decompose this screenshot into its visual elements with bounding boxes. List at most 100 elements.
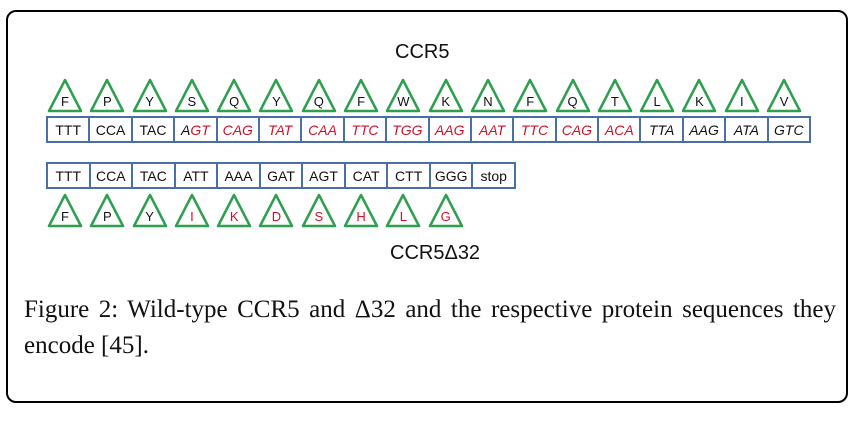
triangle-icon <box>386 193 421 228</box>
amino-acid-letter: Y <box>272 94 281 109</box>
figure-frame <box>6 10 848 403</box>
delta32-title: CCR5Δ32 <box>390 242 481 264</box>
triangle-icon <box>259 193 294 228</box>
amino-acid-letter: D <box>271 209 282 224</box>
amino-acid-letter: K <box>229 209 239 224</box>
wild-type-codon-6: CAA <box>302 118 345 141</box>
wild-type-amino-acid-16: I <box>724 78 766 113</box>
wild-type-amino-acid-3: S <box>174 78 216 113</box>
amino-acid-letter: F <box>61 209 69 224</box>
amino-acid-letter: F <box>357 94 366 109</box>
delta32-codon-5: GAT <box>261 164 304 187</box>
wild-type-amino-acid-10: N <box>470 78 512 113</box>
delta32-codon-1: CCA <box>91 164 134 187</box>
amino-acid-letter: H <box>356 209 366 224</box>
triangle-icon <box>216 78 252 113</box>
delta32-codon-7: CAT <box>346 164 389 187</box>
triangle-icon <box>428 193 463 228</box>
triangle-icon <box>301 193 337 228</box>
wild-type-amino-acid-15: K <box>681 78 723 113</box>
delta32-stop-codon: stop <box>480 167 507 184</box>
amino-acid-letter: Q <box>567 94 578 109</box>
delta32-codon-8: CTT <box>388 164 431 187</box>
amino-acid-letter: L <box>653 94 661 109</box>
wild-type-codon-13: ACA <box>599 118 642 141</box>
caption-text: Wild-type CCR5 and Δ32 and the respectiv… <box>24 296 836 359</box>
amino-acid-letter: F <box>61 94 69 109</box>
amino-acid-letter: I <box>190 209 194 224</box>
amino-acid-letter: S <box>314 209 324 224</box>
wild-type-amino-acid-1: P <box>89 78 131 113</box>
amino-acid-letter: Y <box>145 209 154 224</box>
codon-part: A <box>180 121 191 138</box>
triangle-icon <box>132 193 167 228</box>
wild-type-codon-10: AAT <box>472 118 515 141</box>
triangle-icon <box>470 78 506 113</box>
triangle-icon <box>766 78 802 113</box>
amino-acid-letter: G <box>440 209 451 224</box>
triangle-icon <box>343 193 379 228</box>
wild-type-codon-14: TTA <box>641 118 684 141</box>
amino-acid-letter: I <box>739 94 744 109</box>
wild-type-amino-acid-13: T <box>597 78 639 113</box>
triangle-icon <box>682 78 717 113</box>
wild-type-codon-11: TTC <box>514 118 557 141</box>
triangle-icon <box>513 78 548 113</box>
wild-type-codon-16: ATA <box>726 118 769 141</box>
wild-type-codon-5: TAT <box>260 118 303 141</box>
triangle-icon <box>216 193 252 228</box>
amino-acid-letter: K <box>695 94 704 109</box>
amino-acid-letter: Q <box>313 94 324 109</box>
codon-part: GT <box>190 121 210 138</box>
wild-type-codon-0: TTT <box>48 118 91 141</box>
triangle-icon <box>724 78 759 113</box>
amino-acid-letter: V <box>779 94 789 109</box>
wild-type-codon-17: GTC <box>774 121 804 138</box>
wild-type-amino-acid-11: F <box>512 78 554 113</box>
figure-caption: Figure 2: Wild-type CCR5 and Δ32 and the… <box>24 292 836 364</box>
wild-type-amino-acid-2: Y <box>132 78 174 113</box>
amino-acid-letter: P <box>102 209 112 224</box>
amino-acid-letter: F <box>526 94 535 109</box>
delta32-amino-acid-1: P <box>89 193 131 228</box>
wild-type-amino-acid-8: W <box>385 78 427 113</box>
delta32-codon-3: ATT <box>176 164 219 187</box>
wild-type-codon-7: TTC <box>345 118 388 141</box>
delta32-amino-acid-6: S <box>301 193 343 228</box>
amino-acid-letter: T <box>610 94 619 109</box>
triangle-icon <box>47 193 83 228</box>
triangle-icon <box>639 78 675 113</box>
delta32-codon-2: TAC <box>133 164 176 187</box>
wild-type-amino-acid-9: K <box>428 78 470 113</box>
delta32-amino-acid-8: L <box>385 193 427 228</box>
wild-type-codon-12: CAG <box>557 118 600 141</box>
delta32-amino-acid-5: D <box>258 193 300 228</box>
amino-acid-letter: Y <box>145 94 154 109</box>
wild-type-amino-acid-6: Q <box>301 78 343 113</box>
wild-type-amino-acid-5: Y <box>258 78 300 113</box>
delta32-codon-6: AGT <box>303 164 346 187</box>
wild-type-title: CCR5 <box>395 41 450 63</box>
delta32-amino-acid-7: H <box>343 193 385 228</box>
wild-type-codon-1: CCA <box>90 118 133 141</box>
triangle-icon <box>174 78 210 113</box>
amino-acid-letter: S <box>187 94 197 109</box>
wild-type-amino-acid-7: F <box>343 78 385 113</box>
wild-type-amino-acid-4: Q <box>216 78 258 113</box>
triangle-icon <box>343 78 379 113</box>
amino-acid-letter: P <box>102 94 112 109</box>
triangle-icon <box>47 78 83 113</box>
delta32-amino-acid-2: Y <box>132 193 174 228</box>
delta32-amino-acid-9: G <box>428 193 470 228</box>
triangle-icon <box>428 78 463 113</box>
triangle-icon <box>555 78 590 113</box>
wild-type-amino-acid-0: F <box>47 78 89 113</box>
triangle-icon <box>174 193 210 228</box>
wild-type-amino-acid-14: L <box>639 78 681 113</box>
triangle-icon <box>301 78 337 113</box>
triangle-icon <box>386 78 421 113</box>
triangle-icon <box>132 78 167 113</box>
